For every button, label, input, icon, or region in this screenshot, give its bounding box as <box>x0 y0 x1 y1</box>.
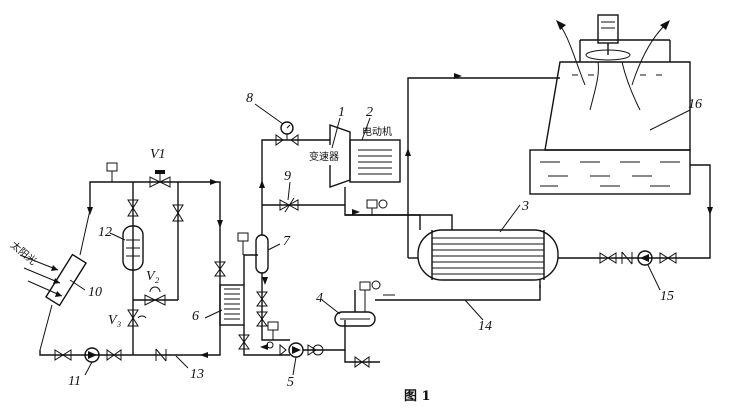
fan-motor <box>597 14 619 44</box>
valves-pump15 <box>599 251 677 265</box>
valve-v1 <box>149 170 171 188</box>
label-pump-15: 15 <box>660 289 674 304</box>
compressor-inlet-pipe <box>261 139 330 235</box>
collector-bottom-pipe <box>39 304 53 351</box>
hx4-to-condenser-pipe <box>375 285 541 301</box>
label-pipe-13: 13 <box>190 367 204 382</box>
valve-tank-top <box>127 199 139 217</box>
label-motor-2: 2 <box>366 105 373 120</box>
storage-tank-12 <box>122 225 144 271</box>
valve-right-branch <box>172 204 184 222</box>
sunlight-label: 太阳光 <box>8 238 39 267</box>
thermometer-hx4 <box>359 280 381 312</box>
motor-2 <box>349 139 401 183</box>
flow-arrow-cooling-down <box>707 207 713 215</box>
expansion-valve-9 <box>279 197 299 213</box>
collector-top-pipe <box>79 209 91 256</box>
valves-separator-column <box>256 291 268 327</box>
cooling-tower-16 <box>529 14 691 195</box>
valve-bottom-left <box>54 349 72 361</box>
label-hx-4: 4 <box>316 291 323 306</box>
label-tower-16: 16 <box>688 97 702 112</box>
hx6-to-separator-pipe <box>243 254 258 285</box>
cooling-supply-pipe <box>558 164 711 259</box>
label-pipe-14: 14 <box>478 319 492 334</box>
label-gauge-8: 8 <box>246 91 253 106</box>
flow-arrow-up <box>259 180 265 188</box>
valve-makeup <box>354 356 370 368</box>
label-valve-v2: V₂ <box>146 269 160 284</box>
label-pump-11: 11 <box>68 374 81 389</box>
label-pump-5: 5 <box>287 375 294 390</box>
label-gearbox-1: 1 <box>338 105 345 120</box>
label-valve-v1: V1 <box>150 147 166 162</box>
label-condenser-3: 3 <box>521 199 529 214</box>
label-valve-v3: V₃ <box>108 313 122 328</box>
flow-arrow-bottom <box>200 352 208 358</box>
cooling-return-pipe <box>407 77 560 258</box>
condenser-3 <box>417 229 559 281</box>
figure-caption: 图 1 <box>404 389 431 404</box>
hx6-plates <box>224 288 240 320</box>
leader-lines <box>69 103 691 376</box>
label-valve-9: 9 <box>284 169 291 184</box>
valve-8 <box>275 134 299 146</box>
motor-coils <box>358 149 392 175</box>
pump-5 <box>288 342 304 358</box>
condenser-tubes <box>432 237 544 275</box>
thermometer-hx6 <box>237 232 249 255</box>
valve-v3 <box>127 309 147 327</box>
flow-arrow-cooling-up <box>405 148 411 156</box>
pump-15 <box>637 250 653 266</box>
thermometer-pump5 <box>266 321 279 349</box>
label-separator-7: 7 <box>283 234 291 249</box>
valve-v2 <box>144 286 166 306</box>
thermometer-top-left <box>106 162 118 182</box>
check-valve-bottom <box>155 348 167 362</box>
plate-heat-exchanger-6 <box>219 284 245 326</box>
flow-arrow-down <box>262 277 268 285</box>
compressor-outlet-pipe <box>344 187 421 230</box>
separator-7 <box>255 234 269 274</box>
flow-arrow-compressor-out <box>352 209 360 215</box>
flow-arrow-hx6-return <box>260 344 268 350</box>
motor-label: 电动机 <box>362 125 392 138</box>
solar-collector <box>45 253 87 307</box>
label-tank-12: 12 <box>98 225 112 240</box>
valve-bottom-mid <box>106 349 122 361</box>
label-hx-6: 6 <box>192 309 199 324</box>
pressure-gauge-8 <box>280 121 294 140</box>
water-basin <box>529 149 691 195</box>
label-collector-10: 10 <box>88 285 102 300</box>
separator-outlet-pipe <box>261 273 290 341</box>
instruments-compressor <box>366 199 388 215</box>
gearbox-label: 变速器 <box>309 150 339 163</box>
valve-hx6-column <box>214 261 250 350</box>
flow-arrow-cooling-right <box>454 73 462 79</box>
valve-pump5-inlet <box>279 343 287 357</box>
makeup-water-pipe <box>344 350 380 363</box>
